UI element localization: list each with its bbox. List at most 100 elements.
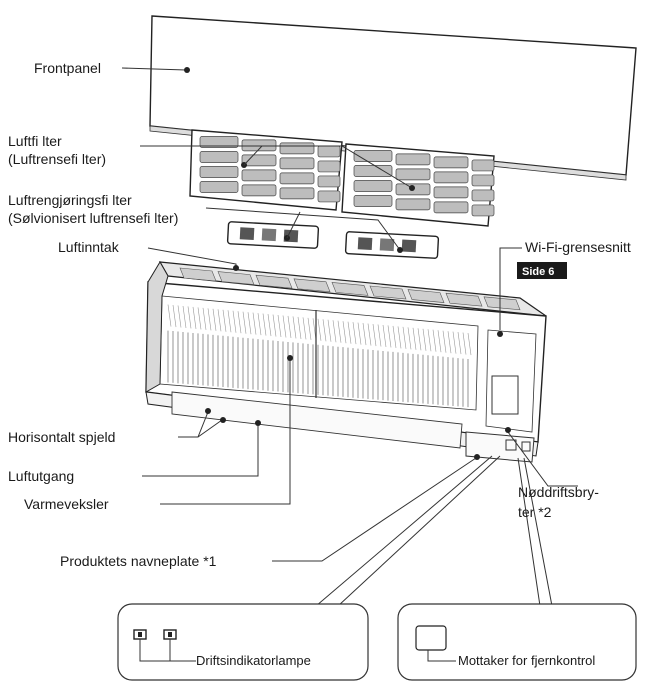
filter-mesh-cell xyxy=(279,172,315,185)
filter-mesh-cell xyxy=(433,156,469,169)
filter-mesh-cell xyxy=(395,153,431,166)
louver-fin xyxy=(407,327,412,350)
callout-lines xyxy=(121,67,578,607)
intake-grille-slot xyxy=(179,267,217,282)
louver-fin xyxy=(317,318,322,341)
filter-mesh-cell xyxy=(353,150,393,162)
intake-grille-slot xyxy=(483,296,521,311)
louver-fin xyxy=(237,311,242,334)
intake-grille-slot xyxy=(217,271,255,285)
label-luftinntak: Luftinntak xyxy=(58,239,120,255)
air-cleaning-filter-left xyxy=(226,221,320,249)
filter-mesh-cell xyxy=(353,165,393,177)
label-frontpanel: Frontpanel xyxy=(34,60,101,76)
louver-fin xyxy=(322,319,327,342)
louver-fin xyxy=(367,323,372,346)
louver-fin xyxy=(387,325,392,348)
louver-fin xyxy=(217,309,222,332)
louver-fin xyxy=(222,309,227,332)
filter-mesh-cell xyxy=(241,139,277,152)
air-filter-right xyxy=(341,143,495,227)
louver-fin xyxy=(382,324,387,348)
filter-mesh-cell xyxy=(395,198,431,211)
filter-mesh-cell xyxy=(241,154,277,167)
louver-fin xyxy=(432,329,437,352)
label-navneplate: Produktets navneplate *1 xyxy=(60,553,217,569)
louver-fin xyxy=(277,314,282,338)
detail-box-receiver xyxy=(397,603,637,681)
intake-grille-slot xyxy=(407,289,445,303)
filter-mesh-cell xyxy=(471,189,495,202)
filter-mesh-cell xyxy=(433,201,469,214)
louver-fin xyxy=(362,323,367,346)
label-varmeveksler: Varmeveksler xyxy=(24,496,109,512)
louver-fin xyxy=(302,317,307,340)
louver-fin xyxy=(442,330,447,353)
louver-fin xyxy=(272,314,277,337)
louver-fin xyxy=(397,326,402,349)
louver-fin xyxy=(307,317,312,340)
louver-fin xyxy=(392,325,397,348)
intake-grille-slot xyxy=(369,285,407,300)
filter-mesh-cell xyxy=(199,181,239,193)
louver-fin xyxy=(347,321,352,344)
filter-mesh-cell xyxy=(279,142,315,155)
louver-fin xyxy=(467,333,472,356)
louver-fin xyxy=(437,330,442,353)
label-driftsindikatorlampe: Driftsindikatorlampe xyxy=(196,653,311,668)
louver-fin xyxy=(197,307,202,330)
louver-fin xyxy=(202,307,207,330)
louver-fin xyxy=(292,316,297,339)
filter-mesh-cell xyxy=(241,169,277,182)
filter-mesh-cell xyxy=(241,184,277,197)
louver-fin xyxy=(192,306,197,329)
air-filter-left xyxy=(189,129,343,211)
page-ref-badge[interactable]: Side 6 xyxy=(517,262,567,279)
louver-fin xyxy=(452,331,457,354)
louver-fin xyxy=(417,328,422,351)
label-mottaker: Mottaker for fjernkontrol xyxy=(458,653,595,668)
louver-fin xyxy=(427,329,432,352)
louver-fin xyxy=(327,319,332,342)
louver-fin xyxy=(447,331,452,354)
louver-fin xyxy=(462,332,467,355)
louver-fin xyxy=(187,306,192,329)
label-horisontalt-spjeld: Horisontalt spjeld xyxy=(8,429,115,445)
louver-fin xyxy=(412,327,417,350)
intake-grille-slot xyxy=(445,292,483,307)
louver-fin xyxy=(177,305,182,328)
louver-fin xyxy=(422,328,427,351)
louver-fin xyxy=(167,304,172,327)
louver-fin xyxy=(242,311,247,334)
louver-fin xyxy=(252,312,257,335)
label-nodd-line1: Nøddriftsbry- xyxy=(518,484,599,500)
filter-mesh-cell xyxy=(317,160,341,173)
filter-mesh-cell xyxy=(433,186,469,199)
louver-fin xyxy=(262,313,267,336)
louver-fin xyxy=(332,320,337,343)
air-cleaning-filter-right xyxy=(344,231,440,259)
intake-grille-slot xyxy=(331,282,369,296)
page-ref-text: Side 6 xyxy=(522,266,554,278)
filter-mesh-cell xyxy=(199,166,239,178)
louver-fin xyxy=(372,323,377,347)
filter-mesh-cell xyxy=(433,171,469,184)
filter-mesh-cell xyxy=(471,174,495,187)
indoor-unit-body xyxy=(145,261,547,463)
louver-fin xyxy=(297,316,302,339)
louver-fin xyxy=(337,320,342,343)
filter-mesh-cell xyxy=(317,175,341,188)
louver-fin xyxy=(232,310,237,333)
louver-fin xyxy=(227,310,232,333)
filter-mesh-cell xyxy=(471,204,495,217)
filter-mesh-cell xyxy=(353,180,393,192)
louver-fin xyxy=(377,324,382,347)
filter-mesh-cell xyxy=(199,136,239,148)
label-luftfilter: Luftfi lter xyxy=(8,133,62,149)
detail-box-indicator xyxy=(117,603,369,681)
filter-mesh-cell xyxy=(471,159,495,172)
louver-fin xyxy=(212,308,217,331)
filter-mesh-cell xyxy=(279,157,315,170)
louver-fin xyxy=(282,315,287,338)
